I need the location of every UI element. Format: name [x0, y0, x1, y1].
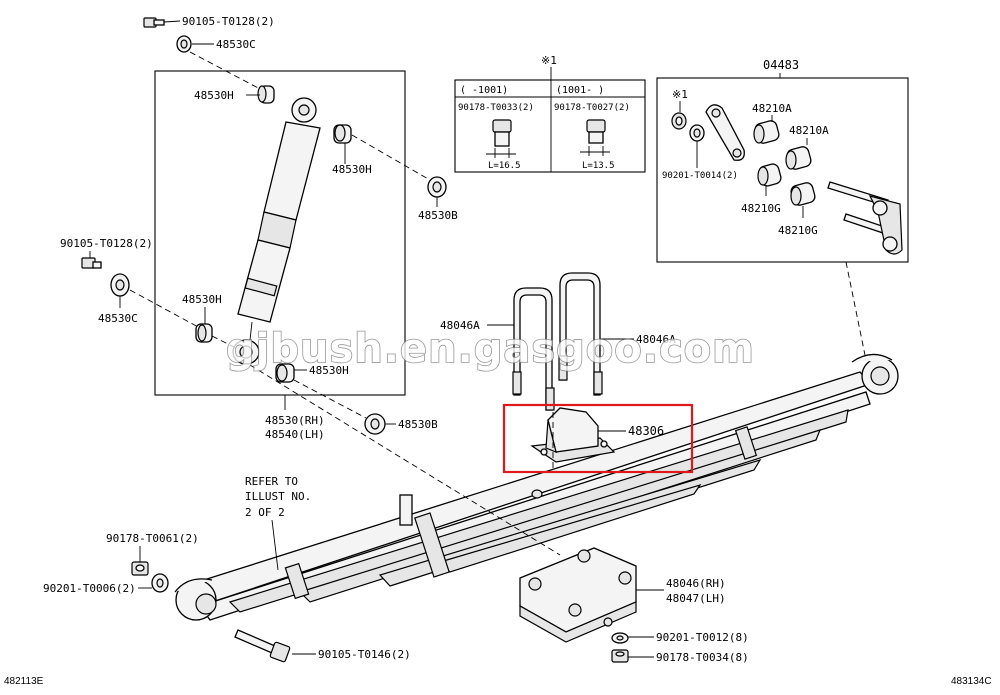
label-bump-stopper: 48306: [628, 424, 664, 438]
nut-variant1-icon: [486, 119, 516, 158]
washer-lower-left-icon: [151, 573, 169, 593]
label-bushing-h2: 48530H: [332, 163, 372, 176]
label-bushing-h4: 48530H: [309, 364, 349, 377]
spring-seat-icon: [519, 547, 637, 643]
nut-table-col2-length: L=13.5: [582, 161, 615, 171]
bushing-a1-icon: [753, 120, 780, 144]
label-star-note-table: ※1: [541, 54, 557, 67]
shackle-pin-icon: [827, 181, 903, 255]
label-bushing-a1: 48210A: [752, 102, 792, 115]
label-washer-b1: 48530B: [418, 209, 458, 222]
shock-absorber-icon: [232, 97, 321, 365]
label-refer-line2: ILLUST NO.: [245, 490, 311, 503]
label-shackle-washer: 90201-T0014(2): [662, 171, 738, 181]
label-seat-lh: 48047(LH): [666, 592, 726, 605]
label-bushing-h1: 48530H: [194, 89, 234, 102]
bushing-g2-icon: [790, 182, 816, 206]
label-bolt-bottom: 90105-T0146(2): [318, 648, 411, 661]
washer-top-icon: [176, 35, 192, 53]
nut-variant-table: [454, 79, 646, 173]
nut-left-icon: [131, 561, 149, 576]
label-bushing-g2: 48210G: [778, 224, 818, 237]
label-refer-line3: 2 OF 2: [245, 506, 285, 519]
label-washer-top: 48530C: [216, 38, 256, 51]
bump-stopper-icon: [530, 407, 616, 463]
bushing-g1-icon: [757, 163, 782, 187]
bushing-a2-icon: [785, 146, 812, 170]
label-u-bolt-right: 48046A: [636, 333, 676, 346]
washer-b2-icon: [364, 413, 386, 435]
label-bolt-top: 90105-T0128(2): [182, 15, 275, 28]
label-refer-line1: REFER TO: [245, 475, 298, 488]
bolt-left-icon: [81, 257, 102, 269]
label-nut-seat: 90178-T0034(8): [656, 651, 749, 664]
nut-variant2-icon: [580, 119, 610, 156]
label-bushing-a2: 48210A: [789, 124, 829, 137]
kit-nut-icon: [671, 112, 687, 130]
highlight-box: [502, 403, 694, 474]
bushing-h2-icon: [333, 124, 352, 144]
illust-code-right: 483134C: [951, 676, 992, 687]
label-bolt-left: 90105-T0128(2): [60, 237, 153, 250]
u-bolt-right-icon: [558, 272, 603, 396]
shackle-washer-icon: [689, 124, 705, 142]
nut-table-col1-header: ( -1001): [460, 85, 508, 96]
nut-seat-icon: [611, 649, 629, 663]
washer-b1-icon: [427, 176, 447, 198]
bushing-h3-icon: [195, 323, 213, 343]
watermark-text: gjbush.en.gasgoo.com: [226, 326, 755, 372]
label-absorber-lh: 48540(LH): [265, 428, 325, 441]
nut-table-col2-header: (1001- ): [556, 85, 604, 96]
label-kit: 04483: [763, 58, 799, 72]
label-washer-seat: 90201-T0012(8): [656, 631, 749, 644]
label-star-note-kit: ※1: [672, 88, 688, 101]
label-absorber-rh: 48530(RH): [265, 414, 325, 427]
u-bolt-left-icon: [512, 287, 555, 411]
bolt-top-icon: [143, 17, 165, 28]
label-u-bolt-left: 48046A: [440, 319, 480, 332]
bushing-h4-icon: [275, 363, 295, 383]
label-seat-rh: 48046(RH): [666, 577, 726, 590]
label-bushing-g1: 48210G: [741, 202, 781, 215]
leaf-spring-icon: [174, 353, 899, 621]
nut-table-col1-part: 90178-T0033(2): [458, 103, 534, 113]
bushing-h1-icon: [257, 85, 275, 104]
nut-table-col2-part: 90178-T0027(2): [554, 103, 630, 113]
label-bushing-h3: 48530H: [182, 293, 222, 306]
illust-code-left: 482113E: [4, 676, 44, 687]
washer-seat-icon: [611, 632, 629, 644]
label-nut-left: 90178-T0061(2): [106, 532, 199, 545]
label-washer-lower-left: 90201-T0006(2): [43, 582, 136, 595]
shackle-plate-icon: [705, 104, 745, 161]
label-washer-left: 48530C: [98, 312, 138, 325]
washer-left-icon: [110, 273, 130, 297]
bolt-bottom-icon: [234, 629, 291, 663]
absorber-group-frame: [154, 70, 406, 396]
shackle-kit-frame: [656, 77, 909, 263]
nut-table-col1-length: L=16.5: [488, 161, 521, 171]
label-washer-b2: 48530B: [398, 418, 438, 431]
